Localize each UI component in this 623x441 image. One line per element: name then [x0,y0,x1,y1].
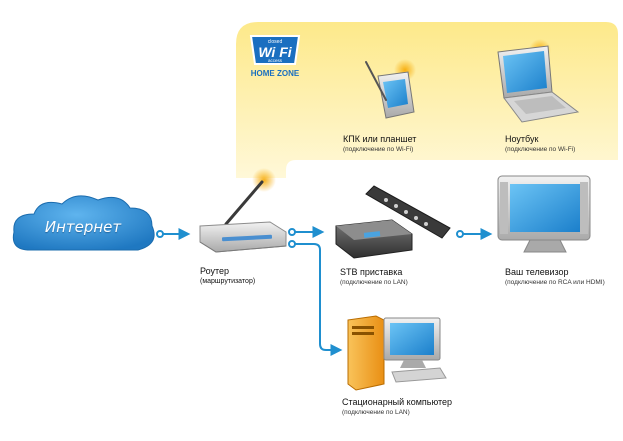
connector-dot [156,230,164,238]
pda-title: КПК или планшет [343,134,417,144]
pc-subtitle: (подключение по LAN) [342,409,410,416]
pc-title: Стационарный компьютер [342,397,453,407]
wifi-logo-top-text: closed [268,39,283,45]
wifi-logo-icon: closed Wi Fi access HOME ZONE [249,35,301,78]
connector-dot [288,228,296,236]
remote-control-icon [365,185,451,239]
stb-icon [335,219,413,259]
pc-icon [347,315,447,391]
pc-label: Стационарный компьютер (подключение по L… [342,397,452,417]
router-subtitle: (маршрутизатор) [200,278,256,285]
laptop-icon [497,39,580,123]
wifi-logo-main-text: Wi Fi [258,44,292,60]
stb-label: STB приставка (подключение по LAN) [340,267,408,287]
laptop-label: Ноутбук (подключение по Wi-Fi) [505,134,575,154]
internet-label: Интернет [44,218,122,236]
stb-subtitle: (подключение по LAN) [340,279,408,286]
tv-icon [497,175,591,253]
router-label: Роутер (маршрутизатор) [200,266,255,286]
connectors [156,226,493,356]
connector-router-pc [292,243,343,356]
router-title: Роутер [200,266,230,276]
tv-label: Ваш телевизор (подключение по RCA или HD… [505,267,605,287]
connector-dot [456,230,464,238]
wifi-logo-bottom-text: access [268,58,283,63]
connector-dot [288,240,296,248]
router-icon [199,168,287,253]
tv-subtitle: (подключение по RCA или HDMI) [505,279,605,286]
cloud-icon [12,195,155,251]
stb-title: STB приставка [340,267,403,277]
tv-title: Ваш телевизор [505,267,569,277]
laptop-subtitle: (подключение по Wi-Fi) [505,146,576,153]
laptop-title: Ноутбук [505,134,539,144]
pda-label: КПК или планшет (подключение по Wi-Fi) [343,134,416,154]
wifi-logo-zone-text: HOME ZONE [251,69,300,78]
pda-icon [365,59,416,119]
pda-subtitle: (подключение по Wi-Fi) [343,146,414,153]
